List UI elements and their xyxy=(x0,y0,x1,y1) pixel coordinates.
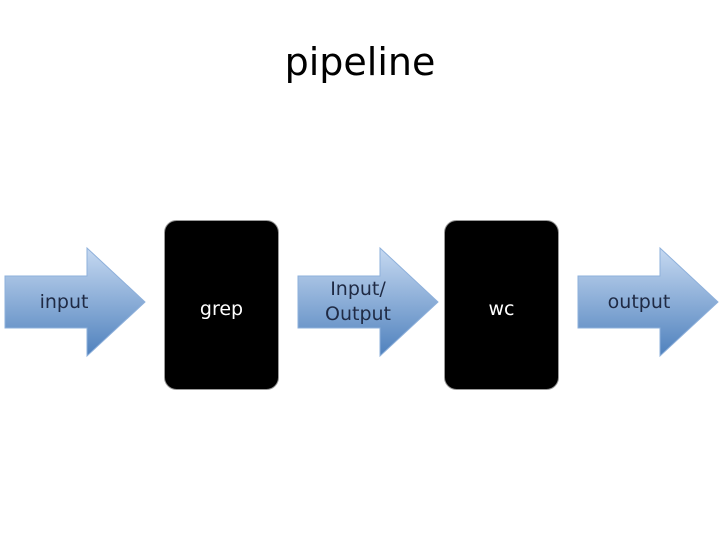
slide-title: pipeline xyxy=(284,40,436,84)
right-arrow-icon xyxy=(297,246,439,358)
wc-box-label: wc xyxy=(488,297,515,320)
right-arrow-icon xyxy=(577,246,719,358)
wc-box: wc xyxy=(444,220,559,390)
output-arrow-label: output xyxy=(607,290,671,313)
output-arrow: output xyxy=(577,246,719,358)
grep-box: grep xyxy=(164,220,279,390)
input-arrow: input xyxy=(4,246,146,358)
input-arrow-label: input xyxy=(39,290,89,313)
input-output-arrow: Input/ Output xyxy=(297,246,439,358)
wc-box-shape xyxy=(444,220,559,390)
grep-box-shape xyxy=(164,220,279,390)
input-output-arrow-label: Input/ Output xyxy=(325,278,391,325)
right-arrow-icon xyxy=(4,246,146,358)
grep-box-label: grep xyxy=(199,297,244,320)
